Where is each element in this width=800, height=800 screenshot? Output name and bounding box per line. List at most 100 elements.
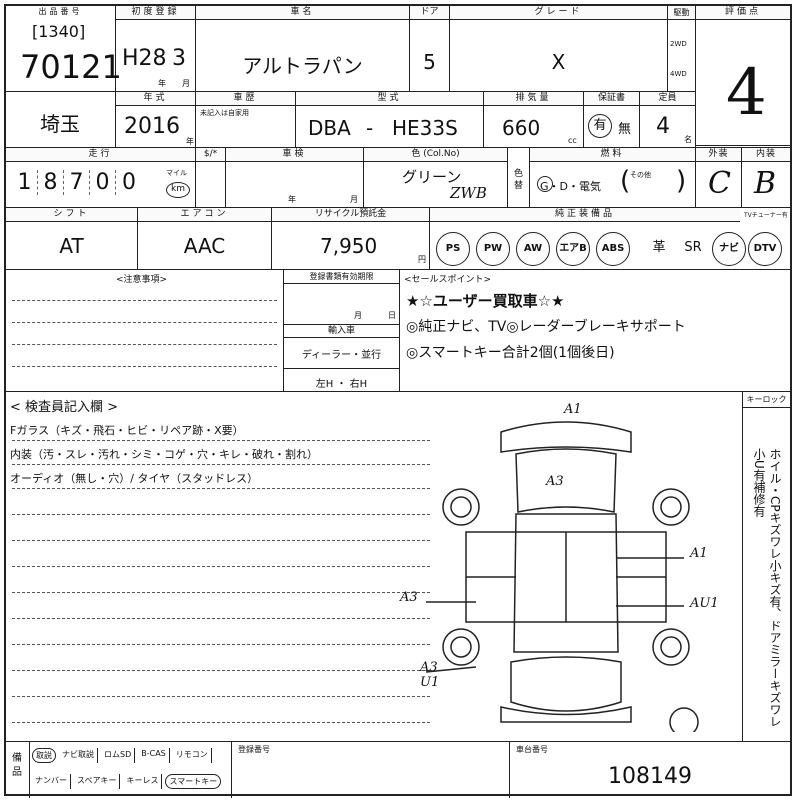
- reg-doc-cell: 登録書類有効期限 月 日 輸入車 ディーラー・並行 左H ・ 右H: [284, 270, 400, 391]
- model-code: HE33S: [392, 116, 458, 140]
- reg-doc-label: 登録書類有効期限: [284, 270, 399, 284]
- mileage-cell: 走行 1 8 7 0 0 マイル km: [6, 148, 196, 207]
- drive-cell: 駆動 2WD 4WD: [668, 6, 696, 91]
- aircon-cell: エアコン AAC: [138, 208, 272, 269]
- mileage-row: 走行 1 8 7 0 0 マイル km $/* 車検 年 月 色 (Col.No…: [6, 148, 790, 208]
- inspection-dash: [12, 722, 430, 723]
- aircon-value: AAC: [183, 234, 226, 258]
- model-prefix: DBA: [308, 116, 351, 140]
- mileage-unit-mile: マイル: [166, 169, 187, 177]
- interior-value: B: [754, 166, 777, 201]
- sales-point: ★☆ユーザー買取車☆★: [406, 292, 565, 310]
- model-dash: -: [366, 116, 374, 140]
- caution-line: [12, 344, 277, 345]
- accessory-item: ナンバー: [32, 774, 71, 789]
- sales-cell: <セールスポイント> ★☆ユーザー買取車☆★ ◎純正ナビ、TV◎レーダーブレーキ…: [400, 270, 790, 391]
- reg-number-cell: 登録番号: [232, 742, 510, 798]
- mileage-digit: 0: [122, 170, 136, 195]
- lot-cell: 出品番号 [1340] 70121: [6, 6, 122, 91]
- reg-number-label: 登録番号: [238, 745, 270, 754]
- caution-cell: <注意事項>: [6, 270, 284, 391]
- color-change-label: 色替: [514, 169, 524, 191]
- sales-point: ◎スマートキー合計2個(1個後日): [406, 345, 615, 361]
- region-cell: 埼玉: [6, 92, 116, 147]
- equipment-item: エアB: [556, 232, 590, 266]
- caution-line: [12, 322, 277, 323]
- lot-label: 出品番号: [38, 7, 83, 16]
- accessory-item: ナビ取説: [59, 748, 98, 763]
- shift-label: シフト: [6, 208, 137, 222]
- color-change-cell: 色替: [508, 148, 530, 207]
- capacity-label: 定員: [640, 92, 695, 106]
- fuel-selected-marker: [537, 176, 553, 192]
- mileage-digit: 8: [38, 170, 64, 195]
- spec-row: 埼玉 年式 2016 年 車歴 未記入は自家用 型式 DBA - HE33S 排…: [6, 92, 790, 148]
- inspection-side-note: ホイル・CPキズワレ小キズ有、ドアミラーキズワレ小U有補修有: [752, 448, 782, 728]
- inspection-date-cell: 車検 年 月: [226, 148, 364, 207]
- fuel-options: G・D・電気: [540, 180, 601, 193]
- fuel-bracket-open: (: [620, 166, 631, 196]
- equipment-label: 純正装備品: [430, 208, 740, 222]
- keylock-cell: キーロック ホイル・CPキズワレ小キズ有、ドアミラーキズワレ小U有補修有: [742, 392, 790, 741]
- inspection-dash: [12, 514, 430, 515]
- car-name-cell: 車名 アルトラパン: [196, 6, 410, 91]
- recycle-value: 7,950: [320, 234, 378, 258]
- history-note: 未記入は自家用: [200, 109, 249, 117]
- region-value: 埼玉: [40, 112, 80, 136]
- auction-sheet: 出品番号 [1340] 70121 初度登録 H28 3 年 月 車名 アルトラ…: [4, 4, 792, 798]
- color-code: ZWB: [450, 184, 487, 202]
- warranty-label: 保証書: [584, 92, 639, 106]
- mileage-digit: 1: [12, 170, 38, 195]
- caution-label: <注意事項>: [116, 275, 168, 285]
- accessories-row-2: ナンバースペアキーキーレススマートキー: [32, 774, 222, 789]
- inspection-dash: [12, 670, 430, 671]
- reg-month: 月: [354, 311, 362, 320]
- ac-code-label: $/*: [196, 148, 225, 162]
- interior-cell: 内装 B: [742, 148, 790, 207]
- damage-mark-left-side: A3: [400, 590, 418, 605]
- chassis-number: 108149: [608, 764, 692, 789]
- shift-cell: シフト AT: [6, 208, 138, 269]
- inspection-row: < 検査員記入欄 > Fガラス（キズ・飛石・ヒビ・リペア跡・X要） 内装（汚・ス…: [6, 392, 790, 742]
- rating-label: 評価点: [696, 6, 790, 20]
- keylock-label: キーロック: [743, 392, 790, 408]
- equipment-item: DTV: [748, 232, 782, 266]
- inspection-line-windshield: Fガラス（キズ・飛石・ヒビ・リペア跡・X要）: [10, 424, 244, 437]
- grade-cell: グレード X: [450, 6, 668, 91]
- grade-label: グレード: [450, 6, 667, 20]
- inspection-line-interior: 内装（汚・スレ・汚れ・シミ・コゲ・穴・キレ・破れ・割れ）: [10, 448, 318, 461]
- mileage-unit-km: km: [166, 182, 190, 198]
- accessory-item: スペアキー: [74, 774, 121, 789]
- year-unit-2: 年: [186, 137, 194, 146]
- history-cell: 車歴 未記入は自家用: [196, 92, 296, 147]
- inspection-month-unit: 月: [350, 195, 358, 204]
- accessory-item: キーレス: [123, 774, 163, 789]
- year-label: 年式: [116, 92, 195, 106]
- fuel-cell: 燃料 G・D・電気 その他 ( ): [530, 148, 696, 207]
- inspection-line-audio-tire: オーディオ（無し・穴）/ タイヤ（スタッドレス）: [10, 472, 259, 485]
- inspection-dash: [12, 592, 430, 593]
- mileage-digit: 0: [90, 170, 116, 195]
- aircon-label: エアコン: [138, 208, 271, 222]
- import-dealer: ディーラー・並行: [301, 350, 382, 361]
- ac-code-cell: $/*: [196, 148, 226, 207]
- shift-value: AT: [59, 234, 84, 258]
- inspection-dash: [12, 540, 430, 541]
- color-value: グリーン: [402, 168, 462, 186]
- inspection-dash: [12, 618, 430, 619]
- inspection-dash: [12, 644, 430, 645]
- equipment-item: ABS: [596, 232, 630, 266]
- displacement-cell: 排気量 660 cc: [484, 92, 584, 147]
- inspection-dash: [12, 440, 430, 441]
- reg-day: 日: [388, 311, 396, 320]
- inspection-date-label: 車検: [226, 148, 363, 162]
- damage-mark-rear-left: A3 U1: [420, 660, 440, 690]
- inspection-year-unit: 年: [288, 195, 296, 204]
- mileage-digit: 7: [64, 170, 90, 195]
- caution-line: [12, 300, 277, 301]
- drive-2wd: 2WD: [670, 40, 687, 48]
